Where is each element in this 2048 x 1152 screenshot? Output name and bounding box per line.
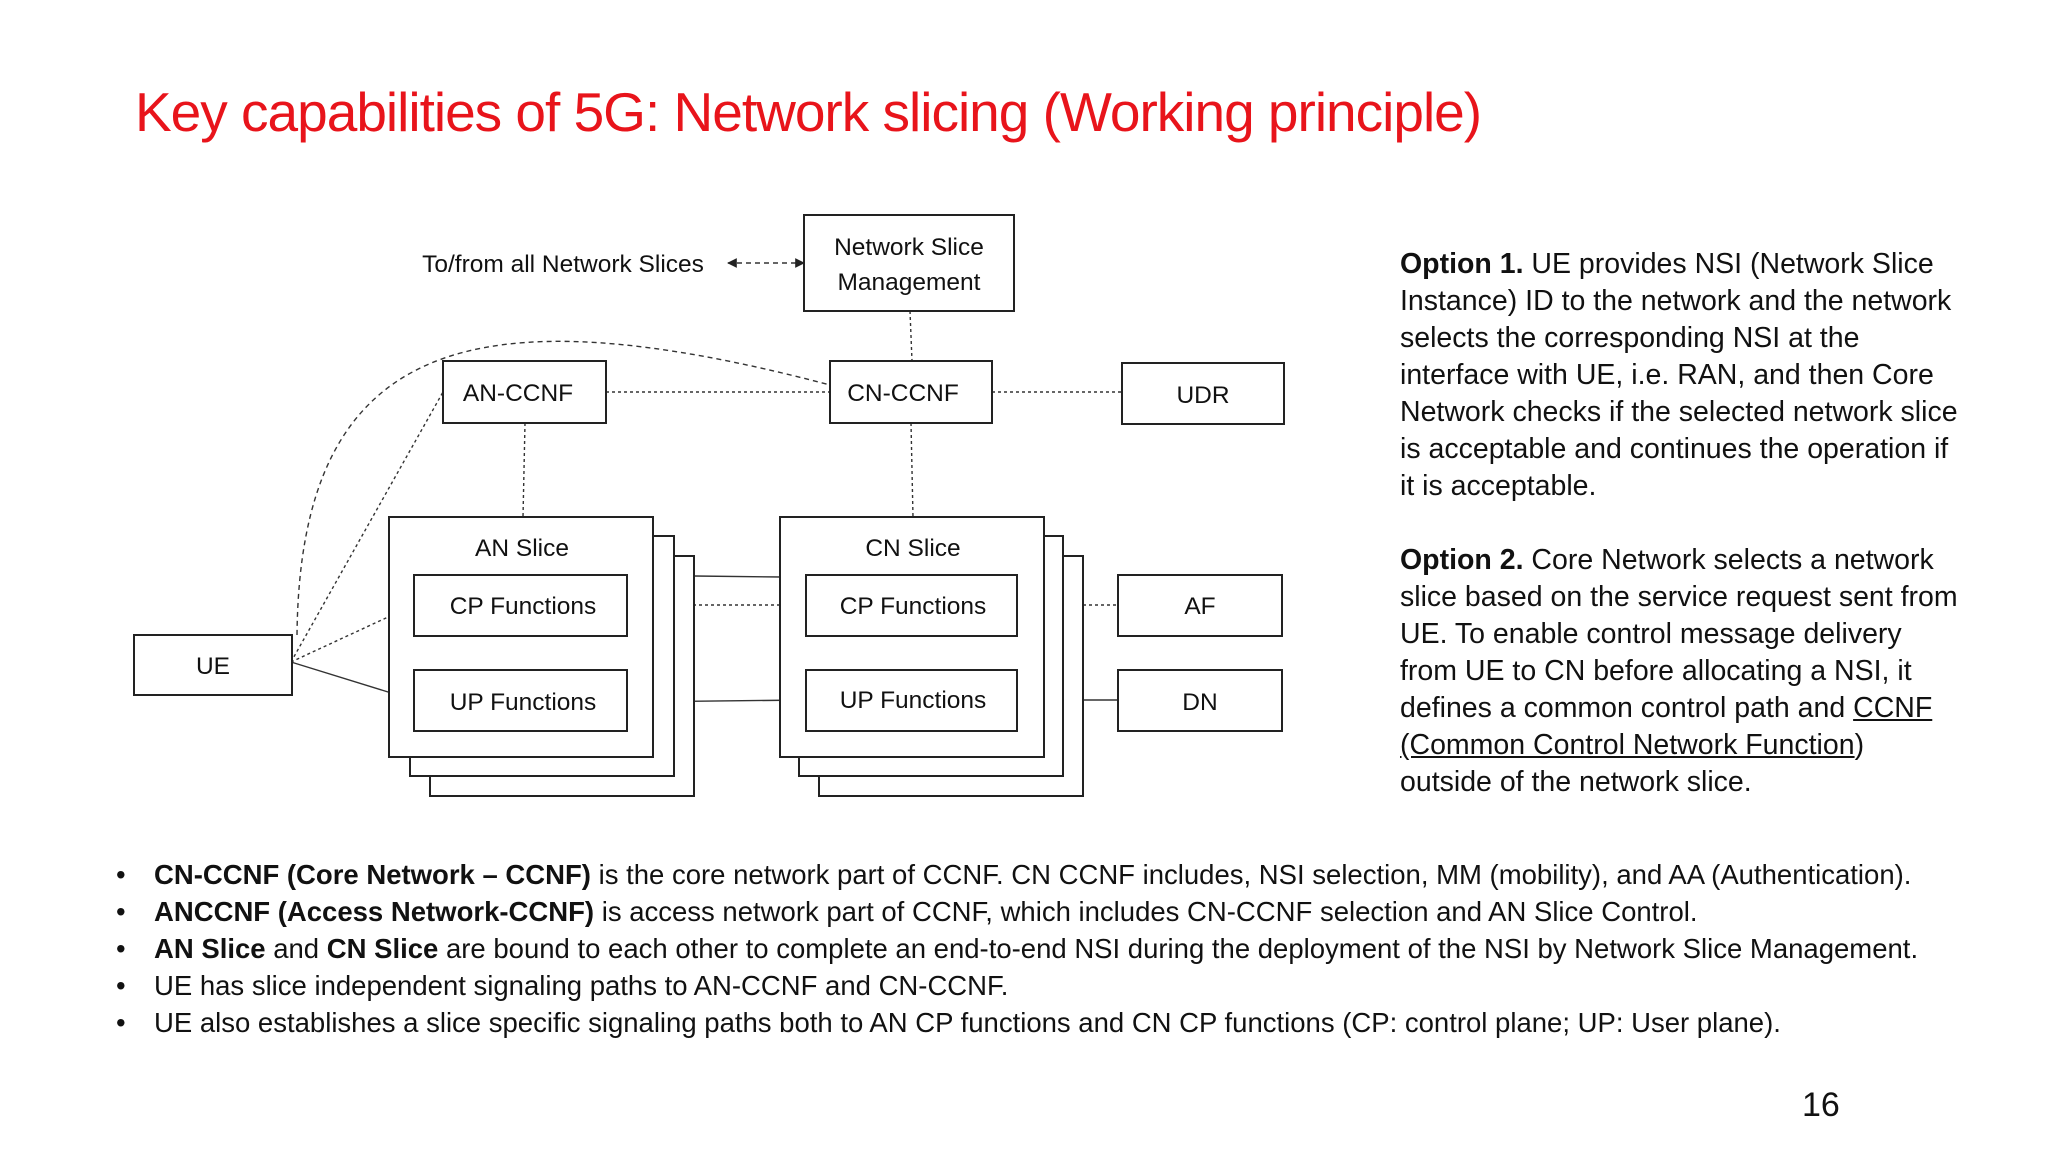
bullet-item: AN Slice and CN Slice are bound to each …: [110, 930, 2040, 967]
dn-box: [1117, 669, 1283, 732]
option-2: Option 2. Core Network selects a network…: [1400, 542, 1960, 801]
af-box: [1117, 574, 1283, 637]
cn-cp-label: CP Functions: [840, 593, 987, 620]
nsm-label-line1: Network Slice: [834, 234, 984, 261]
bullet-bold: ANCCNF (Access Network-CCNF): [154, 896, 595, 927]
an-slice-cn-slice-top-link: [693, 575, 783, 578]
an-ccnf-label: AN-CCNF: [463, 380, 573, 407]
bullet-text: is access network part of CCNF, which in…: [594, 896, 1698, 927]
udr-label: UDR: [1176, 382, 1229, 409]
ue-label: UE: [196, 653, 230, 680]
cn-slice-label: CN Slice: [865, 535, 960, 562]
option-2-text-end: ) outside of the network slice.: [1400, 729, 1865, 798]
nsm-cn-ccnf-link: [909, 310, 913, 362]
nsm-label-line2: Management: [837, 269, 980, 296]
nsm-box: [803, 214, 1015, 312]
an-up-label: UP Functions: [450, 689, 597, 716]
option-2-heading: Option 2.: [1400, 544, 1524, 576]
bullet-text: UE has slice independent signaling paths…: [154, 970, 1009, 1001]
option-1-text: UE provides NSI (Network Slice Instance)…: [1400, 248, 1958, 502]
bullet-text: are bound to each other to complete an e…: [438, 933, 1919, 964]
cn-up-box: [805, 669, 1018, 732]
an-cp-box: [413, 574, 628, 637]
bullet-item: ANCCNF (Access Network-CCNF) is access n…: [110, 893, 2040, 930]
cn-up-label: UP Functions: [840, 687, 987, 714]
bullet-text: UE also establishes a slice specific sig…: [154, 1007, 1781, 1038]
ccnf-underlined-term: CCNF (Common Control Network Function: [1400, 692, 1933, 761]
bullet-bold: CN Slice: [326, 933, 439, 964]
bullet-item: UE also establishes a slice specific sig…: [110, 1004, 2040, 1041]
ue-box: [133, 634, 293, 696]
cn-ccnf-label: CN-CCNF: [847, 380, 959, 407]
bullet-item: CN-CCNF (Core Network – CCNF) is the cor…: [110, 856, 2040, 893]
page-number: 16: [1802, 1086, 1840, 1124]
external-label: To/from all Network Slices: [422, 251, 704, 278]
bullet-bold: CN-CCNF (Core Network – CCNF): [154, 859, 591, 890]
option-2-text: Core Network selects a network slice bas…: [1400, 544, 1958, 724]
bullet-item: UE has slice independent signaling paths…: [110, 967, 2040, 1004]
cn-ccnf-cn-slice-link: [910, 422, 914, 518]
diagram-boxes: [133, 214, 1285, 797]
af-label: AF: [1184, 593, 1215, 620]
bullet-list: CN-CCNF (Core Network – CCNF) is the cor…: [110, 856, 2040, 1041]
udr-box: [1121, 362, 1285, 425]
an-up-box: [413, 669, 628, 732]
bullet-text: is the core network part of CCNF. CN CCN…: [590, 859, 1912, 890]
cn-cp-box: [805, 574, 1018, 637]
bullet-text: and: [265, 933, 327, 964]
option-1-heading: Option 1.: [1400, 248, 1524, 280]
ue-an-cp-link: [290, 604, 415, 663]
an-slice-label: AN Slice: [475, 535, 569, 562]
options-text: Option 1. UE provides NSI (Network Slice…: [1400, 246, 1960, 838]
an-cp-label: CP Functions: [450, 593, 597, 620]
cn-ccnf-box: [829, 360, 993, 424]
slide-title: Key capabilities of 5G: Network slicing …: [135, 81, 1482, 143]
dn-label: DN: [1182, 689, 1217, 716]
option-1: Option 1. UE provides NSI (Network Slice…: [1400, 246, 1960, 505]
bullet-bold: AN Slice: [154, 933, 266, 964]
ue-an-ccnf-link: [290, 391, 444, 663]
an-ccnf-box: [442, 360, 607, 424]
an-ccnf-an-slice-link: [522, 422, 526, 518]
